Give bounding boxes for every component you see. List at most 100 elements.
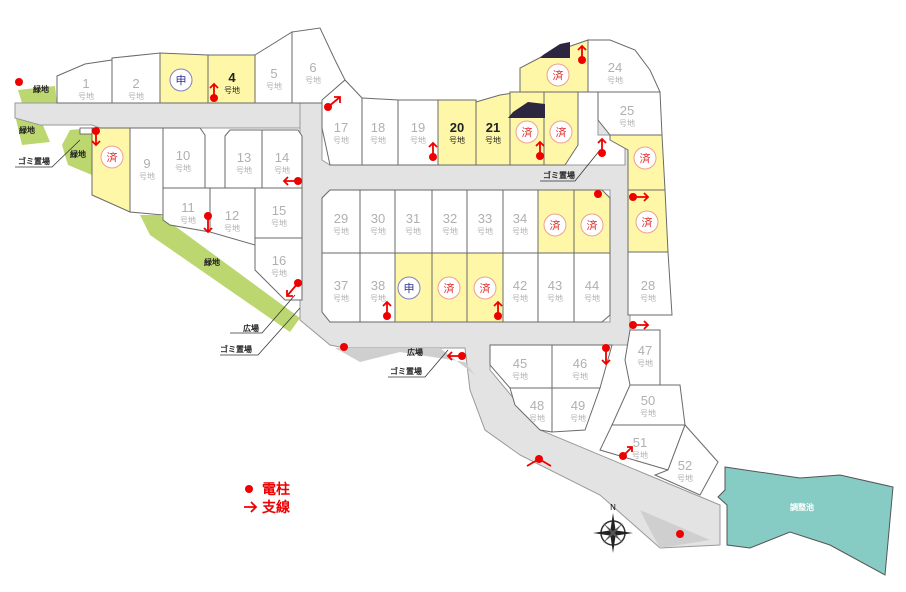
- sold-stamp-label: 済: [587, 218, 598, 232]
- lot-parcel[interactable]: [573, 252, 611, 323]
- lot-status-sold[interactable]: 済: [543, 91, 579, 166]
- lot-number: 2: [132, 76, 139, 91]
- sold-stamp-icon: [549, 120, 573, 144]
- lot-status-sold[interactable]: 済: [431, 252, 468, 323]
- plaza-label: 広場: [407, 347, 423, 357]
- lot-parcel[interactable]: [91, 127, 131, 213]
- lot-1[interactable]: 1号地: [56, 59, 113, 104]
- lot-parcel[interactable]: [509, 387, 553, 433]
- sold-stamp-icon: [437, 276, 461, 300]
- lot-number: 49: [571, 398, 585, 413]
- lot-suffix: 号地: [637, 358, 653, 368]
- lot-status-sold[interactable]: 済: [91, 127, 131, 213]
- lot-number: 18: [371, 120, 385, 135]
- garbage-label: ゴミ置場: [543, 170, 575, 180]
- lot-parcel[interactable]: [56, 59, 113, 104]
- sold-stamp-icon: [580, 213, 604, 237]
- lot-parcel[interactable]: [162, 127, 206, 189]
- sold-stamp-label: 済: [642, 215, 653, 229]
- sold-stamp-icon: [633, 146, 657, 170]
- lot-parcel[interactable]: [627, 251, 673, 316]
- lot-status-sold[interactable]: 済: [519, 39, 589, 93]
- lot-parcel[interactable]: [162, 187, 211, 233]
- sold-stamp-icon: [473, 276, 497, 300]
- lot-9[interactable]: 9号地: [129, 127, 164, 216]
- lot-number: 10: [176, 148, 190, 163]
- lot-number: 14: [275, 150, 289, 165]
- lot-suffix: 号地: [677, 473, 693, 483]
- house-icon: [508, 42, 570, 118]
- lot-number: 51: [633, 435, 647, 450]
- lot-number: 5: [270, 66, 277, 81]
- lot-number: 24: [608, 60, 622, 75]
- lot-number: 25: [620, 103, 634, 118]
- lot-suffix: 号地: [370, 293, 386, 303]
- pond-label: 調整池: [790, 502, 814, 512]
- lot-suffix: 号地: [512, 371, 528, 381]
- lot-parcel[interactable]: [261, 129, 303, 189]
- lot-parcel[interactable]: [587, 39, 661, 93]
- lot-parcel[interactable]: [321, 252, 361, 323]
- lot-suffix: 号地: [266, 81, 282, 91]
- lot-number: 30: [371, 211, 385, 226]
- lot-status-sold[interactable]: 済: [627, 189, 669, 253]
- green-area: [62, 128, 92, 175]
- lot-suffix: 号地: [305, 75, 321, 85]
- lot-status-sold[interactable]: 済: [609, 134, 666, 191]
- lot-suffix: 号地: [607, 75, 623, 85]
- lot-suffix: 号地: [442, 226, 458, 236]
- lot-suffix: 号地: [333, 293, 349, 303]
- sold-stamp-label: 済: [107, 150, 118, 164]
- lot-suffix: 号地: [529, 413, 545, 423]
- lot-status-applied[interactable]: 申: [394, 252, 433, 323]
- lot-parcel[interactable]: [254, 237, 303, 301]
- utility-poles: [15, 44, 684, 538]
- lot-5[interactable]: 5号地: [254, 31, 293, 104]
- lot-2[interactable]: 2号地: [111, 52, 161, 104]
- lot-status-sold[interactable]: 済: [573, 189, 611, 254]
- lot-parcel[interactable]: [551, 387, 601, 433]
- lot-suffix: 号地: [224, 223, 240, 233]
- lot-status-sold[interactable]: 済: [537, 189, 575, 254]
- lot-number: 20: [450, 120, 464, 135]
- lot-parcel[interactable]: [653, 424, 719, 496]
- lot-number: 43: [548, 278, 562, 293]
- lot-number: 46: [573, 356, 587, 371]
- lot-status-applied[interactable]: 申: [159, 52, 209, 104]
- lot-number: 13: [237, 150, 251, 165]
- sold-stamp-label: 済: [480, 281, 491, 295]
